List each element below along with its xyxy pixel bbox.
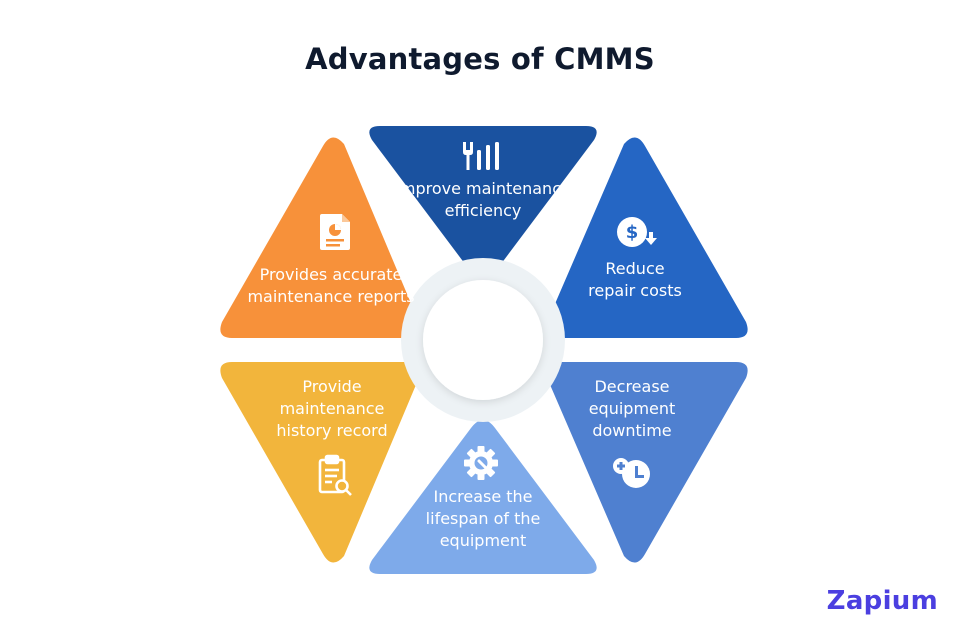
segment-label-history-record: Provide maintenance history record [276,377,388,440]
report-icon [320,214,350,250]
zapium-logo: Zapium [826,586,938,616]
clock-icon [613,458,650,488]
tools-icon [463,142,499,170]
segment-label-reduce-costs: Reduce repair costs [588,259,682,300]
svg-text:$: $ [626,222,639,243]
segment-label-accurate-reports: Provides accurate maintenance reports [247,265,415,306]
clipboard-icon [318,454,352,496]
segment-bottom [369,420,597,574]
segment-label-increase-lifespan: Increase the lifespan of the equipment [425,487,541,550]
diagram-title: Advantages of CMMS [305,42,655,76]
center-circle [423,280,543,400]
gear-icon [464,446,498,480]
segment-lower-right [545,362,748,563]
segment-label-improve-efficiency: Improve maintenance efficiency [395,179,571,220]
segment-upper-right [545,137,748,338]
dollar-down-icon: $ [617,217,657,247]
segment-top [369,126,597,280]
segment-label-decrease-downtime: Decrease equipment downtime [588,377,676,440]
